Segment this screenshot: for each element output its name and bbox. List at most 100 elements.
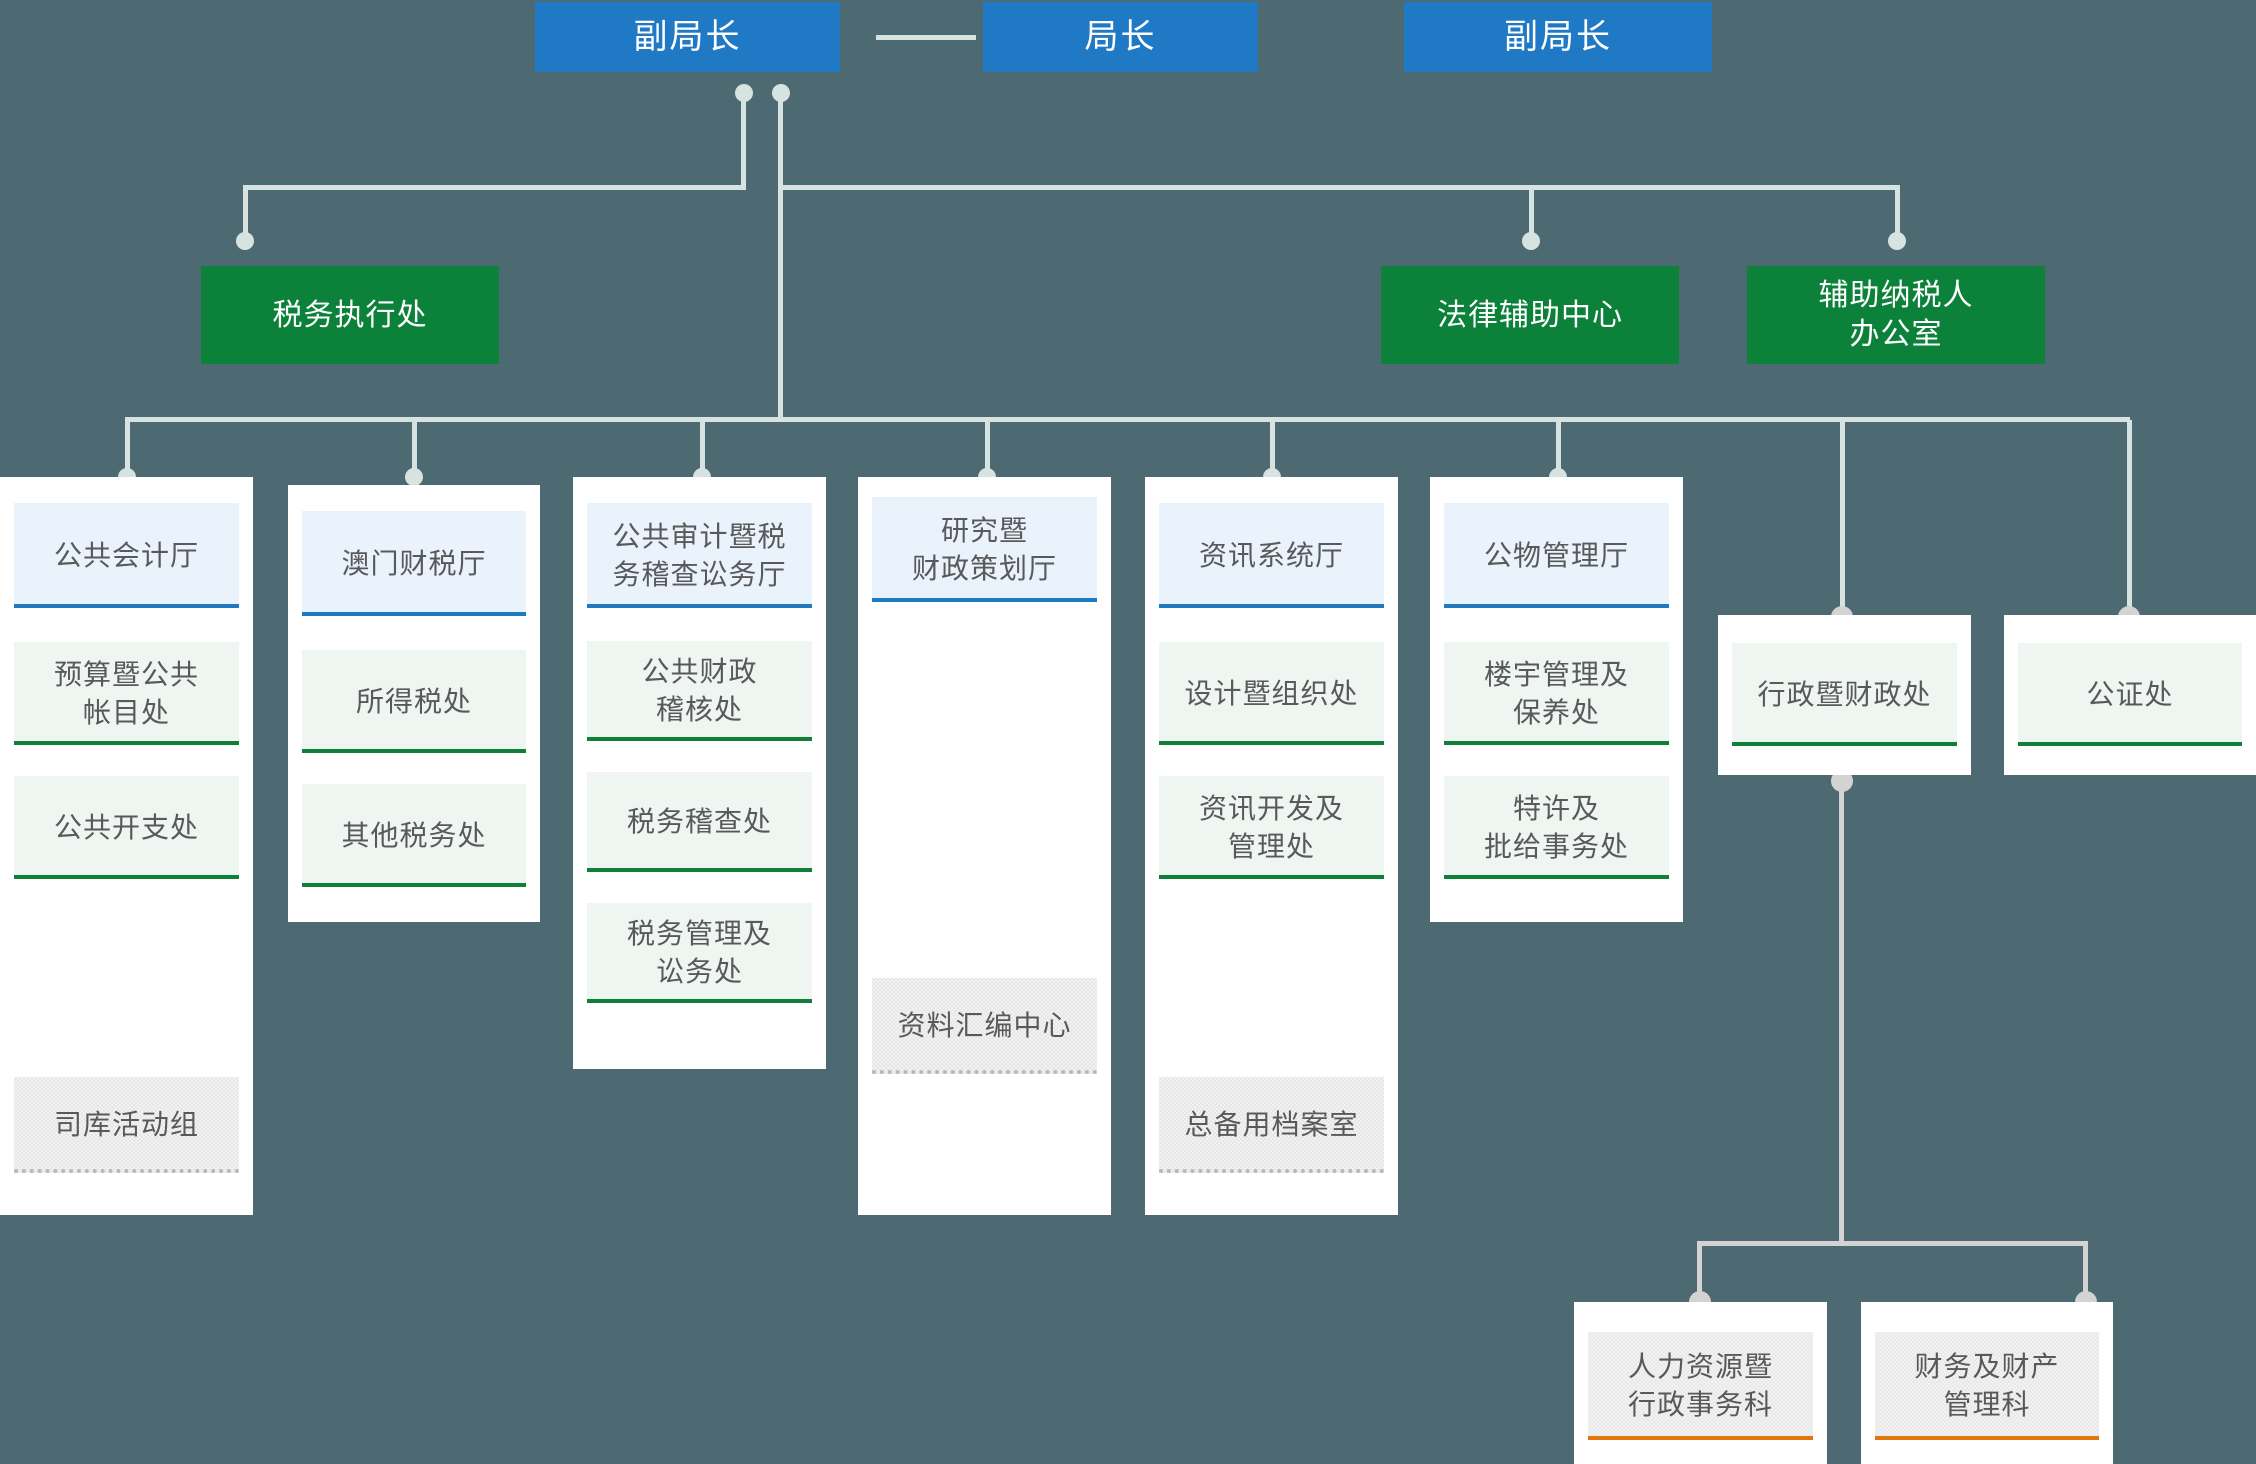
division-label: 设计暨组织处 <box>1184 677 1359 709</box>
dept-head-label: 公物管理厅 <box>1483 539 1629 571</box>
connector-bus-left <box>243 185 746 190</box>
dept-head-label: 研究暨 财政策划厅 <box>906 512 1063 587</box>
connector-drop-col-4 <box>985 420 990 475</box>
unit-label: 司库活动组 <box>53 1109 199 1141</box>
division-label: 行政暨财政处 <box>1757 678 1932 710</box>
section-finance-property[interactable]: 财务及财产 管理科 <box>1875 1332 2099 1440</box>
exec-box-director[interactable]: 局长 <box>983 2 1258 72</box>
division-other-taxes[interactable]: 其他税务处 <box>302 784 526 887</box>
column-card-public-property: 公物管理厅 楼宇管理及 保养处 特许及 批给事务处 <box>1430 477 1683 922</box>
division-label-line-1: 资讯开发及 <box>1198 792 1344 824</box>
dept-head-research-planning[interactable]: 研究暨 财政策划厅 <box>872 497 1097 602</box>
dept-head-macao-tax[interactable]: 澳门财税厅 <box>302 511 526 616</box>
section-label-line-2: 行政事务科 <box>1627 1389 1773 1420</box>
division-label: 楼宇管理及 保养处 <box>1478 656 1635 731</box>
division-label-line-1: 公共财政 <box>641 656 758 688</box>
division-label: 资讯开发及 管理处 <box>1193 790 1350 865</box>
division-label-line-1: 税务管理及 <box>626 918 772 950</box>
column-card-information-systems: 资讯系统厅 设计暨组织处 资讯开发及 管理处 总备用档案室 <box>1145 477 1398 1215</box>
division-label: 公共开支处 <box>53 811 199 843</box>
connector-dot-legal-aid <box>1522 232 1540 250</box>
connector-drop-section-1 <box>1697 1241 1702 1298</box>
division-label: 税务管理及 讼务处 <box>621 915 778 990</box>
card-admin-finance-division: 行政暨财政处 <box>1718 615 1971 775</box>
green-label-taxpayer-line-1: 辅助纳税人 <box>1818 279 1974 312</box>
division-notary[interactable]: 公证处 <box>2018 643 2242 746</box>
division-label: 所得税处 <box>355 685 472 717</box>
dept-head-label-line-1: 公共审计暨税 <box>612 520 787 552</box>
division-label-line-2: 讼务处 <box>655 956 743 987</box>
division-label-line-1: 特许及 <box>1512 792 1600 824</box>
division-budget-public-accounts[interactable]: 预算暨公共 帐目处 <box>14 642 239 745</box>
division-label-line-2: 保养处 <box>1512 696 1600 728</box>
connector-drop-col-6 <box>1556 420 1561 475</box>
division-label: 公共财政 稽核处 <box>635 653 763 728</box>
connector-drop-section-2 <box>2083 1241 2088 1298</box>
division-income-tax[interactable]: 所得税处 <box>302 650 526 753</box>
unit-data-compilation-center[interactable]: 资料汇编中心 <box>872 978 1097 1074</box>
division-label-line-2: 管理处 <box>1227 830 1315 862</box>
connector-bus-right <box>778 185 1900 190</box>
section-label-line-1: 人力资源暨 <box>1627 1351 1773 1383</box>
division-public-finance-audit[interactable]: 公共财政 稽核处 <box>587 641 812 741</box>
column-card-public-accounting: 公共会计厅 预算暨公共 帐目处 公共开支处 司库活动组 <box>0 477 253 1215</box>
dept-head-public-property[interactable]: 公物管理厅 <box>1444 503 1669 608</box>
dept-head-information-systems[interactable]: 资讯系统厅 <box>1159 503 1384 608</box>
section-label-line-1: 财务及财产 <box>1914 1351 2060 1383</box>
division-concession-grants[interactable]: 特许及 批给事务处 <box>1444 776 1669 879</box>
connector-drop-legal-aid <box>1529 188 1534 238</box>
exec-box-deputy-left[interactable]: 副局长 <box>535 2 840 72</box>
division-building-management[interactable]: 楼宇管理及 保养处 <box>1444 642 1669 745</box>
section-label: 人力资源暨 行政事务科 <box>1622 1348 1779 1423</box>
section-label-line-2: 管理科 <box>1943 1389 2031 1420</box>
division-label-line-2: 稽核处 <box>655 694 743 725</box>
connector-left-stalk <box>741 92 746 187</box>
division-admin-finance[interactable]: 行政暨财政处 <box>1732 643 1957 746</box>
green-box-taxpayer-assistance-office[interactable]: 辅助纳税人 办公室 <box>1747 266 2045 364</box>
division-label-line-1: 楼宇管理及 <box>1483 658 1629 690</box>
card-notary-division: 公证处 <box>2004 615 2256 775</box>
column-card-public-audit: 公共审计暨税 务稽查讼务厅 公共财政 稽核处 税务稽查处 税务管理及 讼务处 <box>573 477 826 1069</box>
division-label: 公证处 <box>2086 678 2174 710</box>
division-label-line-2: 帐目处 <box>82 696 170 728</box>
section-label: 财务及财产 管理科 <box>1908 1348 2065 1423</box>
green-label-legal-aid-center: 法律辅助中心 <box>1437 298 1623 332</box>
column-card-macao-tax: 澳门财税厅 所得税处 其他税务处 <box>288 485 540 922</box>
dept-head-label: 公共会计厅 <box>53 539 199 571</box>
dept-head-public-audit[interactable]: 公共审计暨税 务稽查讼务厅 <box>587 503 812 608</box>
division-tax-inspection[interactable]: 税务稽查处 <box>587 772 812 872</box>
column-card-research-planning: 研究暨 财政策划厅 资料汇编中心 <box>858 477 1111 1215</box>
connector-dot-col-2 <box>405 468 423 486</box>
connector-right-stalk <box>778 92 783 420</box>
division-label-line-2: 批给事务处 <box>1483 830 1629 862</box>
dept-head-public-accounting[interactable]: 公共会计厅 <box>14 503 239 608</box>
green-box-tax-execution[interactable]: 税务执行处 <box>201 266 499 364</box>
division-label: 特许及 批给事务处 <box>1478 790 1635 865</box>
connector-admin-finance-stem <box>1839 781 1844 1241</box>
connector-drop-taxpayer-office <box>1895 188 1900 238</box>
unit-treasury-activities-group[interactable]: 司库活动组 <box>14 1077 239 1173</box>
green-label-taxpayer-assistance-office: 辅助纳税人 办公室 <box>1819 276 1974 354</box>
unit-general-archive-room[interactable]: 总备用档案室 <box>1159 1077 1384 1173</box>
dept-head-label: 资讯系统厅 <box>1198 539 1344 571</box>
division-tax-admin-litigation[interactable]: 税务管理及 讼务处 <box>587 903 812 1003</box>
connector-drop-tax-execution <box>243 188 248 238</box>
card-hr-admin-section: 人力资源暨 行政事务科 <box>1574 1302 1827 1464</box>
division-public-expenditure[interactable]: 公共开支处 <box>14 776 239 879</box>
exec-box-deputy-right[interactable]: 副局长 <box>1404 2 1712 72</box>
connector-dot-taxpayer-office <box>1888 232 1906 250</box>
connector-dot-tax-execution <box>236 232 254 250</box>
dept-head-label: 公共审计暨税 务稽查讼务厅 <box>606 518 792 593</box>
connector-drop-notary <box>2127 420 2132 613</box>
dept-head-label-line-2: 务稽查讼务厅 <box>612 558 787 590</box>
connector-drop-col-5 <box>1270 420 1275 475</box>
card-finance-property-section: 财务及财产 管理科 <box>1861 1302 2113 1464</box>
unit-label: 资料汇编中心 <box>897 1010 1072 1042</box>
green-box-legal-aid-center[interactable]: 法律辅助中心 <box>1381 266 1679 364</box>
section-hr-admin[interactable]: 人力资源暨 行政事务科 <box>1588 1332 1813 1440</box>
division-label: 预算暨公共 帐目处 <box>48 656 205 731</box>
division-it-development-management[interactable]: 资讯开发及 管理处 <box>1159 776 1384 879</box>
connector-drop-col-1 <box>125 420 130 475</box>
division-design-organization[interactable]: 设计暨组织处 <box>1159 642 1384 745</box>
